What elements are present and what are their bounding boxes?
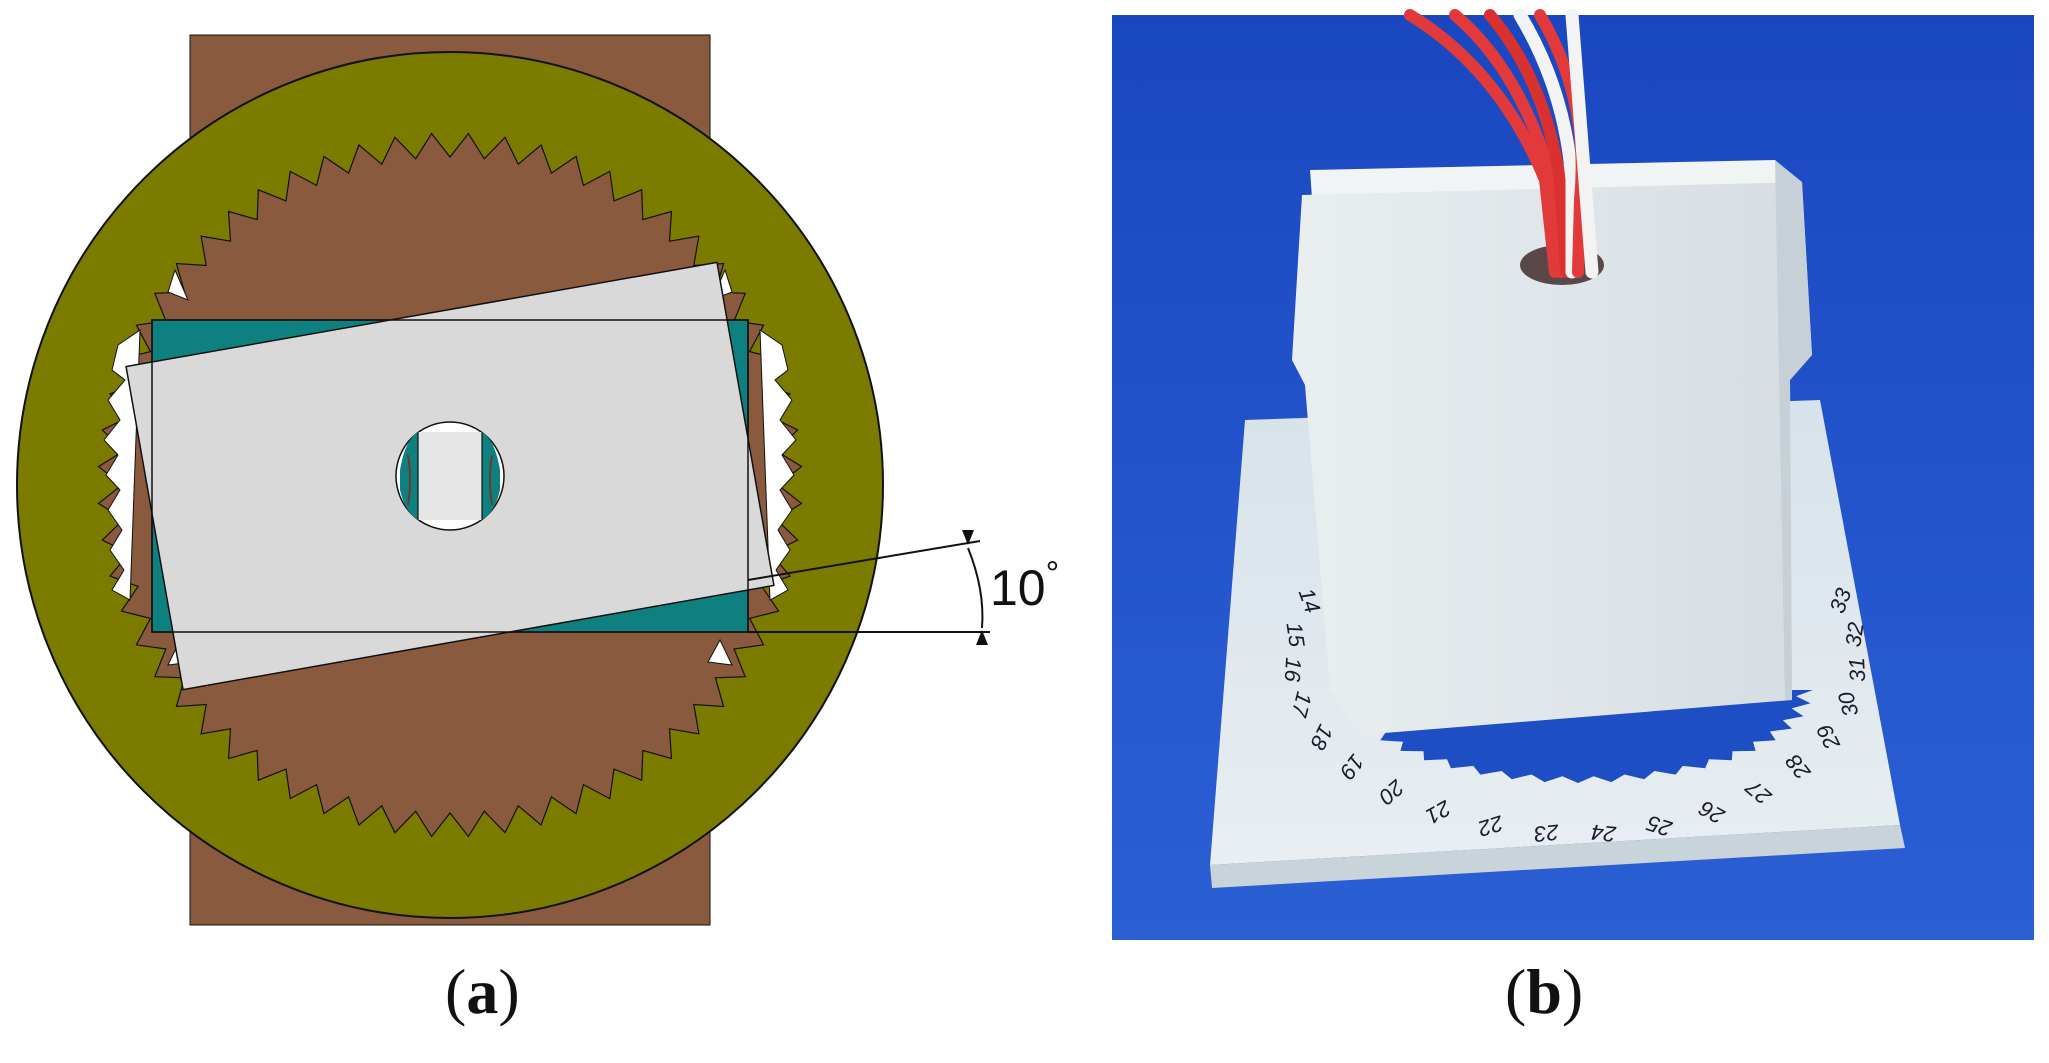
block-front [1292,182,1812,735]
panel-label-a: (a) [445,956,520,1027]
wires [1404,8,1599,279]
arrow-head-top [962,530,974,545]
scale-number: 31 [1844,657,1870,683]
scale-number: 15 [1281,621,1309,650]
fixed-plate-outline [151,319,749,633]
scale-number: 24 [1590,819,1618,846]
scale-number: 23 [1532,819,1561,847]
scale-number: 16 [1280,657,1306,684]
base-plate-edge [1210,825,1905,888]
angle-label: 10° [990,555,1059,616]
arrow-head-bottom [976,630,988,645]
scale-number: 32 [1840,621,1868,649]
panel-label-b: (b) [1505,956,1584,1027]
center-hole-contents [400,432,500,520]
block-side-shadow [1775,160,1812,700]
clearance-gaps [103,268,797,666]
angle-dimension [747,540,990,633]
panel-a-cad-diagram: 10° [16,34,1059,926]
